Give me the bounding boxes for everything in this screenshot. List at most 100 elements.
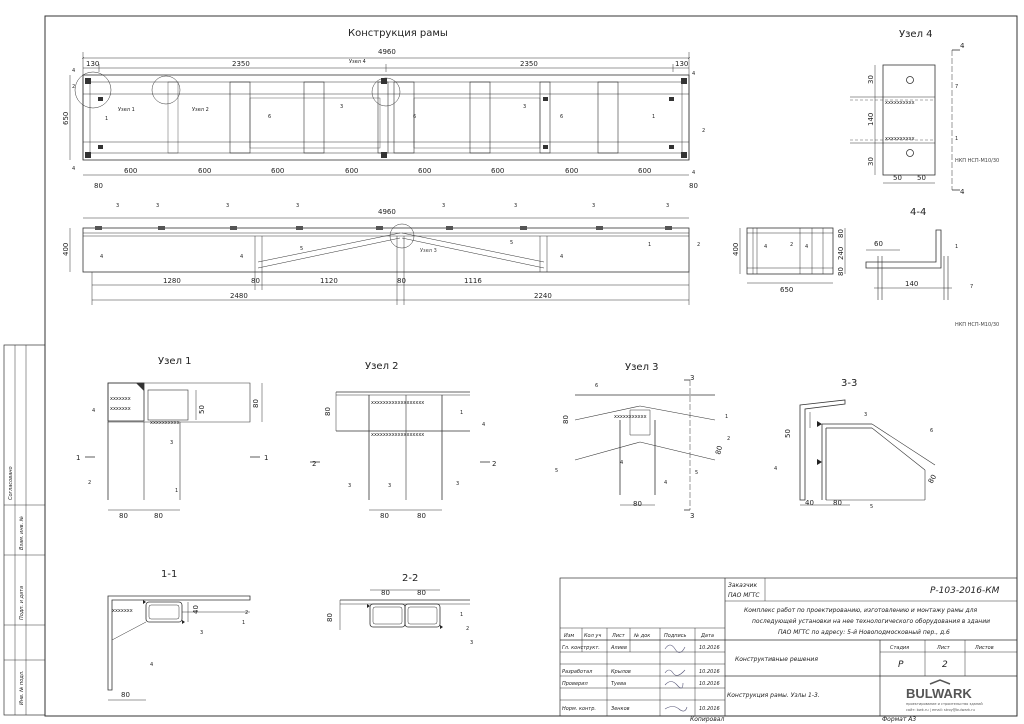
weld-mark: xxxxxxx [110,406,131,412]
part-label: 4 [774,466,777,472]
plan-left-edge: 130 [86,60,99,68]
plan-span-4: 600 [345,167,358,175]
node1-title: Узел 1 [158,356,192,367]
part-label: 6 [560,114,563,120]
part-label: 3 [864,412,867,418]
plan-span-2: 600 [198,167,211,175]
node2-drawing [310,391,490,511]
node1-drawing [85,382,263,511]
sec33-drawing [799,399,936,506]
name-3: Туева [611,681,626,687]
node1-d50: 50 [198,405,206,414]
part-label: 5 [510,240,513,246]
node4-welds: xxxxxxxxxx xxxxxxxxxx [885,100,915,142]
sec44-part-labels: 1 7 [955,244,973,290]
part-label: 3 [388,483,391,489]
date-4: 10.2016 [699,706,720,712]
node1-b80b: 80 [154,512,163,520]
weld-mark: xxxxxxxxxxxxxxxxxx [371,432,424,438]
project-line-3: ПАО МГТС по адресу: 5-й Новоподмосковный… [778,629,950,636]
sec44-d140: 140 [905,280,918,288]
role-1: Гл. конструкт. [562,645,600,651]
node3-b80: 80 [633,500,642,508]
part-label: 4 [560,254,563,260]
part-label: 1 [105,116,108,122]
sec22-title: 2-2 [402,573,418,584]
part-label: 3 [170,440,173,446]
part-label: 3 [456,481,459,487]
part-label: 1 [955,136,958,142]
sec11-d40: 40 [192,605,200,614]
node1-cut-left: 1 [76,454,80,462]
node1-cut-right: 1 [264,454,268,462]
part-label: 3 [156,203,159,209]
part-label: 3 [442,203,445,209]
plan-right-edge: 130 [675,60,688,68]
col-sheets: Листов [974,645,994,651]
stamp-agreed: Согласовано [8,466,14,500]
plan-span-7: 600 [565,167,578,175]
node4-d140: 140 [867,113,875,126]
node3-welds: xxxxxxxxxxx [614,414,647,420]
node3-drawing [574,379,716,511]
date-3: 10.2016 [699,681,720,687]
part-label: 6 [413,114,416,120]
sec22-part-labels: 1 2 3 [460,612,473,646]
sec11-b80: 80 [121,691,130,699]
sec11-welds: xxxxxxx [112,608,133,614]
sec11-dims: 40 80 [121,605,200,699]
part-label: 5 [870,504,873,510]
name-4: Зенков [611,706,630,712]
node4-d50b: 50 [917,174,926,182]
plan-bottom-left: 80 [94,182,103,190]
node4-d50a: 50 [893,174,902,182]
part-label: 4 [692,170,695,176]
plan-half-left: 2350 [232,60,250,68]
sheet-title: Конструкция рамы. Узлы 1-3. [727,692,820,699]
node2-b80b: 80 [417,512,426,520]
node4-bolt: НКП НСП-М10/30 [955,158,999,164]
part-label: 4 [764,244,767,250]
plan-span-5: 600 [418,167,431,175]
part-label: 4 [92,408,95,414]
elev-seg-5: 1116 [464,277,482,285]
plan-part-labels: 4 2 1 4 6 3 6 3 6 1 4 2 4 [72,68,705,176]
sec11-title: 1-1 [161,569,177,580]
side-dims: 400 650 80 240 80 [732,229,845,294]
side-d240: 240 [837,247,845,260]
side-d80a: 80 [837,229,845,238]
sec44-title: 4-4 [910,207,926,218]
frame-title: Конструкция рамы [348,28,448,39]
part-label: 2 [702,128,705,134]
side-stamp: Согласовано Взам. инв. № Подп. и дата Ин… [8,466,25,705]
part-label: 2 [697,242,700,248]
plan-dims: 4960 130 2350 2350 130 650 80 80 600 600… [62,48,698,190]
plan-callout-node1: Узел 1 [118,107,135,113]
node1-dims: 50 80 80 80 1 1 [76,399,268,520]
part-label: 1 [175,488,178,494]
format-label: Формат А3 [882,716,916,723]
part-label: 1 [725,414,728,420]
stamp-inv-podl: Инв. № подл. [19,671,25,706]
node2-welds: xxxxxxxxxxxxxxxxxx xxxxxxxxxxxxxxxxxx [371,400,424,438]
elev-seg-2: 80 [251,277,260,285]
project-line-1: Комплекс работ по проектированию, изгото… [744,607,978,614]
elev-seg-3: 1120 [320,277,338,285]
logo-mark-icon [929,679,951,685]
part-label: 5 [300,246,303,252]
part-label: 4 [240,254,243,260]
node2-dims: 80 80 80 2 2 [312,407,496,520]
elevation-dims: 4960 400 1280 80 1120 80 1116 2480 2240 [62,208,552,300]
logo-text: BULWARK [906,686,972,701]
elev-seg-4: 80 [397,277,406,285]
part-label: 2 [72,84,75,90]
part-label: 7 [970,284,973,290]
part-label: 4 [100,254,103,260]
weld-mark: xxxxxxxxxxxxxxxxxx [371,400,424,406]
node4-cut-top: 4 [960,42,965,50]
plan-callout-node4: Узел 4 [349,59,366,65]
node4-d30b: 30 [867,157,875,166]
node4-title: Узел 4 [899,29,933,40]
elevation-part-labels: 3 3 3 3 3 3 3 3 4 5 4 5 4 1 2 [100,203,700,260]
